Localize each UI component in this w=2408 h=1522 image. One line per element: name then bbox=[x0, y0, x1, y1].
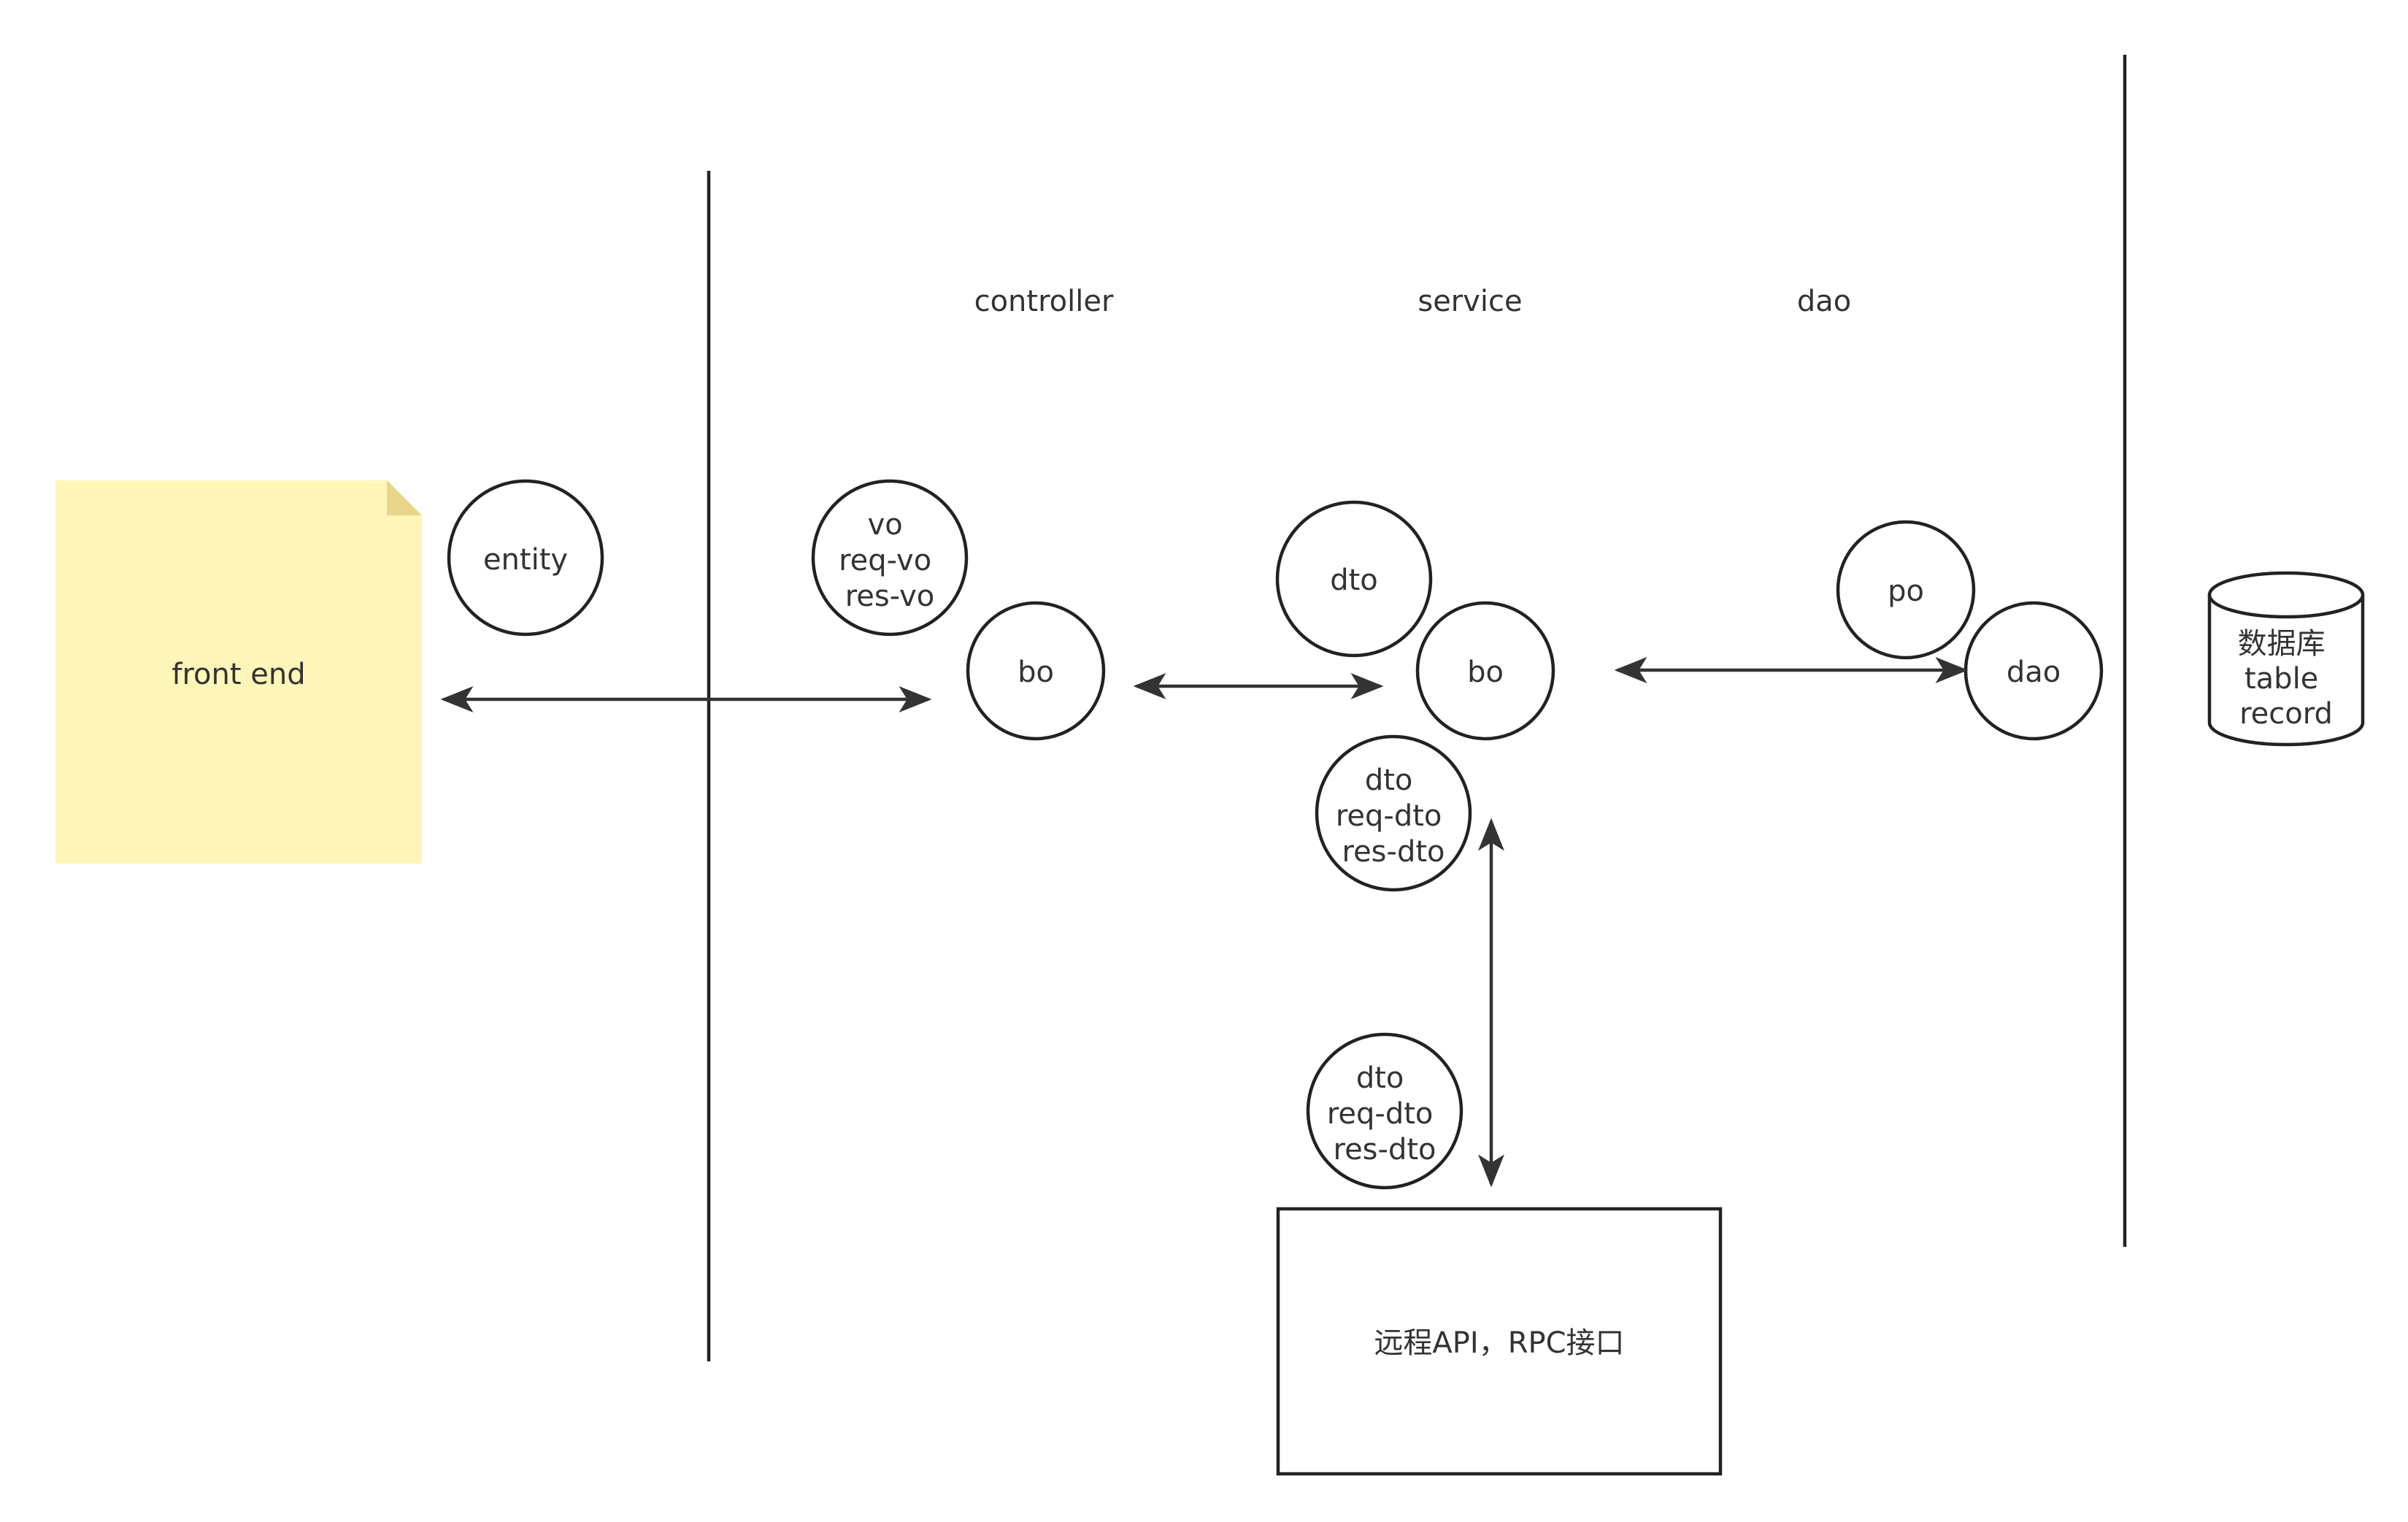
service-dto-req-res-node-label: dto req-dto res-dto bbox=[1336, 764, 1451, 869]
controller-vo-node-label: vo req-vo res-vo bbox=[839, 508, 941, 613]
remote-api-label: 远程API，RPC接口 bbox=[1374, 1326, 1624, 1360]
service-dto-node-circle bbox=[1275, 500, 1433, 658]
database-label: 数据库 table record bbox=[2238, 627, 2335, 731]
remote-dto-req-res-node-line: dto bbox=[1356, 1061, 1404, 1095]
service-dto-req-res-node-circle bbox=[1315, 734, 1472, 892]
service-dto-node-line: dto bbox=[1330, 564, 1378, 597]
database-cylinder-top bbox=[2207, 571, 2365, 619]
layer-title-controller: controller bbox=[974, 285, 1114, 318]
front-end-note-body bbox=[55, 480, 422, 864]
controller-vo-node-line: res-vo bbox=[845, 580, 935, 613]
entity-node-label: entity bbox=[483, 543, 568, 577]
service-dto-req-res-node: dto req-dto res-dto bbox=[1315, 734, 1472, 892]
dao-dao-node: dao bbox=[1963, 601, 2104, 741]
service-dto-req-res-node-line: req-dto bbox=[1336, 799, 1442, 833]
entity-node-circle bbox=[447, 479, 604, 637]
service-dto-req-res-node-line: dto bbox=[1365, 764, 1413, 797]
dao-dao-node-line: dao bbox=[2007, 656, 2061, 689]
dao-po-node-line: po bbox=[1888, 574, 1924, 608]
database-cylinder-body bbox=[2207, 595, 2365, 747]
controller-bo-node: bo bbox=[966, 601, 1106, 741]
dao-po-node-label: po bbox=[1888, 574, 1924, 608]
layer-title-service: service bbox=[1418, 285, 1522, 318]
controller-bo-node-label: bo bbox=[1018, 656, 1054, 689]
entity-node: entity bbox=[447, 479, 604, 637]
service-bo-node-label: bo bbox=[1467, 656, 1504, 689]
remote-dto-req-res-node-circle bbox=[1306, 1032, 1463, 1190]
database-label-line: record bbox=[2239, 697, 2333, 731]
layer-title-dao: dao bbox=[1797, 285, 1851, 318]
dao-po-node: po bbox=[1836, 520, 1976, 660]
dao-dao-node-label: dao bbox=[2007, 656, 2061, 689]
controller-bo-node-line: bo bbox=[1018, 656, 1054, 689]
service-dto-req-res-node-line: res-dto bbox=[1342, 835, 1445, 869]
service-dto-node: dto bbox=[1275, 500, 1433, 658]
service-bo-node-circle bbox=[1415, 601, 1555, 741]
database-label-line: 数据库 bbox=[2238, 627, 2326, 661]
remote-dto-req-res-node-label: dto req-dto res-dto bbox=[1327, 1061, 1442, 1167]
remote-dto-req-res-node-line: res-dto bbox=[1334, 1133, 1436, 1167]
service-dto-node-label: dto bbox=[1330, 564, 1378, 597]
database-cylinder: 数据库 table record bbox=[2207, 571, 2365, 747]
controller-vo-node-circle bbox=[811, 479, 969, 637]
remote-api-box-rect bbox=[1276, 1207, 1723, 1476]
controller-vo-node-line: vo bbox=[868, 508, 903, 542]
controller-vo-node-line: req-vo bbox=[839, 544, 931, 577]
remote-dto-req-res-node: dto req-dto res-dto bbox=[1306, 1032, 1463, 1190]
front-end-note-fold bbox=[387, 480, 422, 515]
service-bo-node: bo bbox=[1415, 601, 1555, 741]
front-end-label: front end bbox=[172, 658, 305, 691]
front-end-note: front end bbox=[55, 480, 422, 864]
database-label-line: table bbox=[2244, 662, 2318, 696]
service-bo-node-line: bo bbox=[1467, 656, 1504, 689]
controller-bo-node-circle bbox=[966, 601, 1106, 741]
entity-node-line: entity bbox=[483, 543, 568, 577]
controller-vo-node: vo req-vo res-vo bbox=[811, 479, 969, 637]
remote-api-box: 远程API，RPC接口 bbox=[1276, 1207, 1723, 1476]
remote-dto-req-res-node-line: req-dto bbox=[1327, 1097, 1434, 1131]
